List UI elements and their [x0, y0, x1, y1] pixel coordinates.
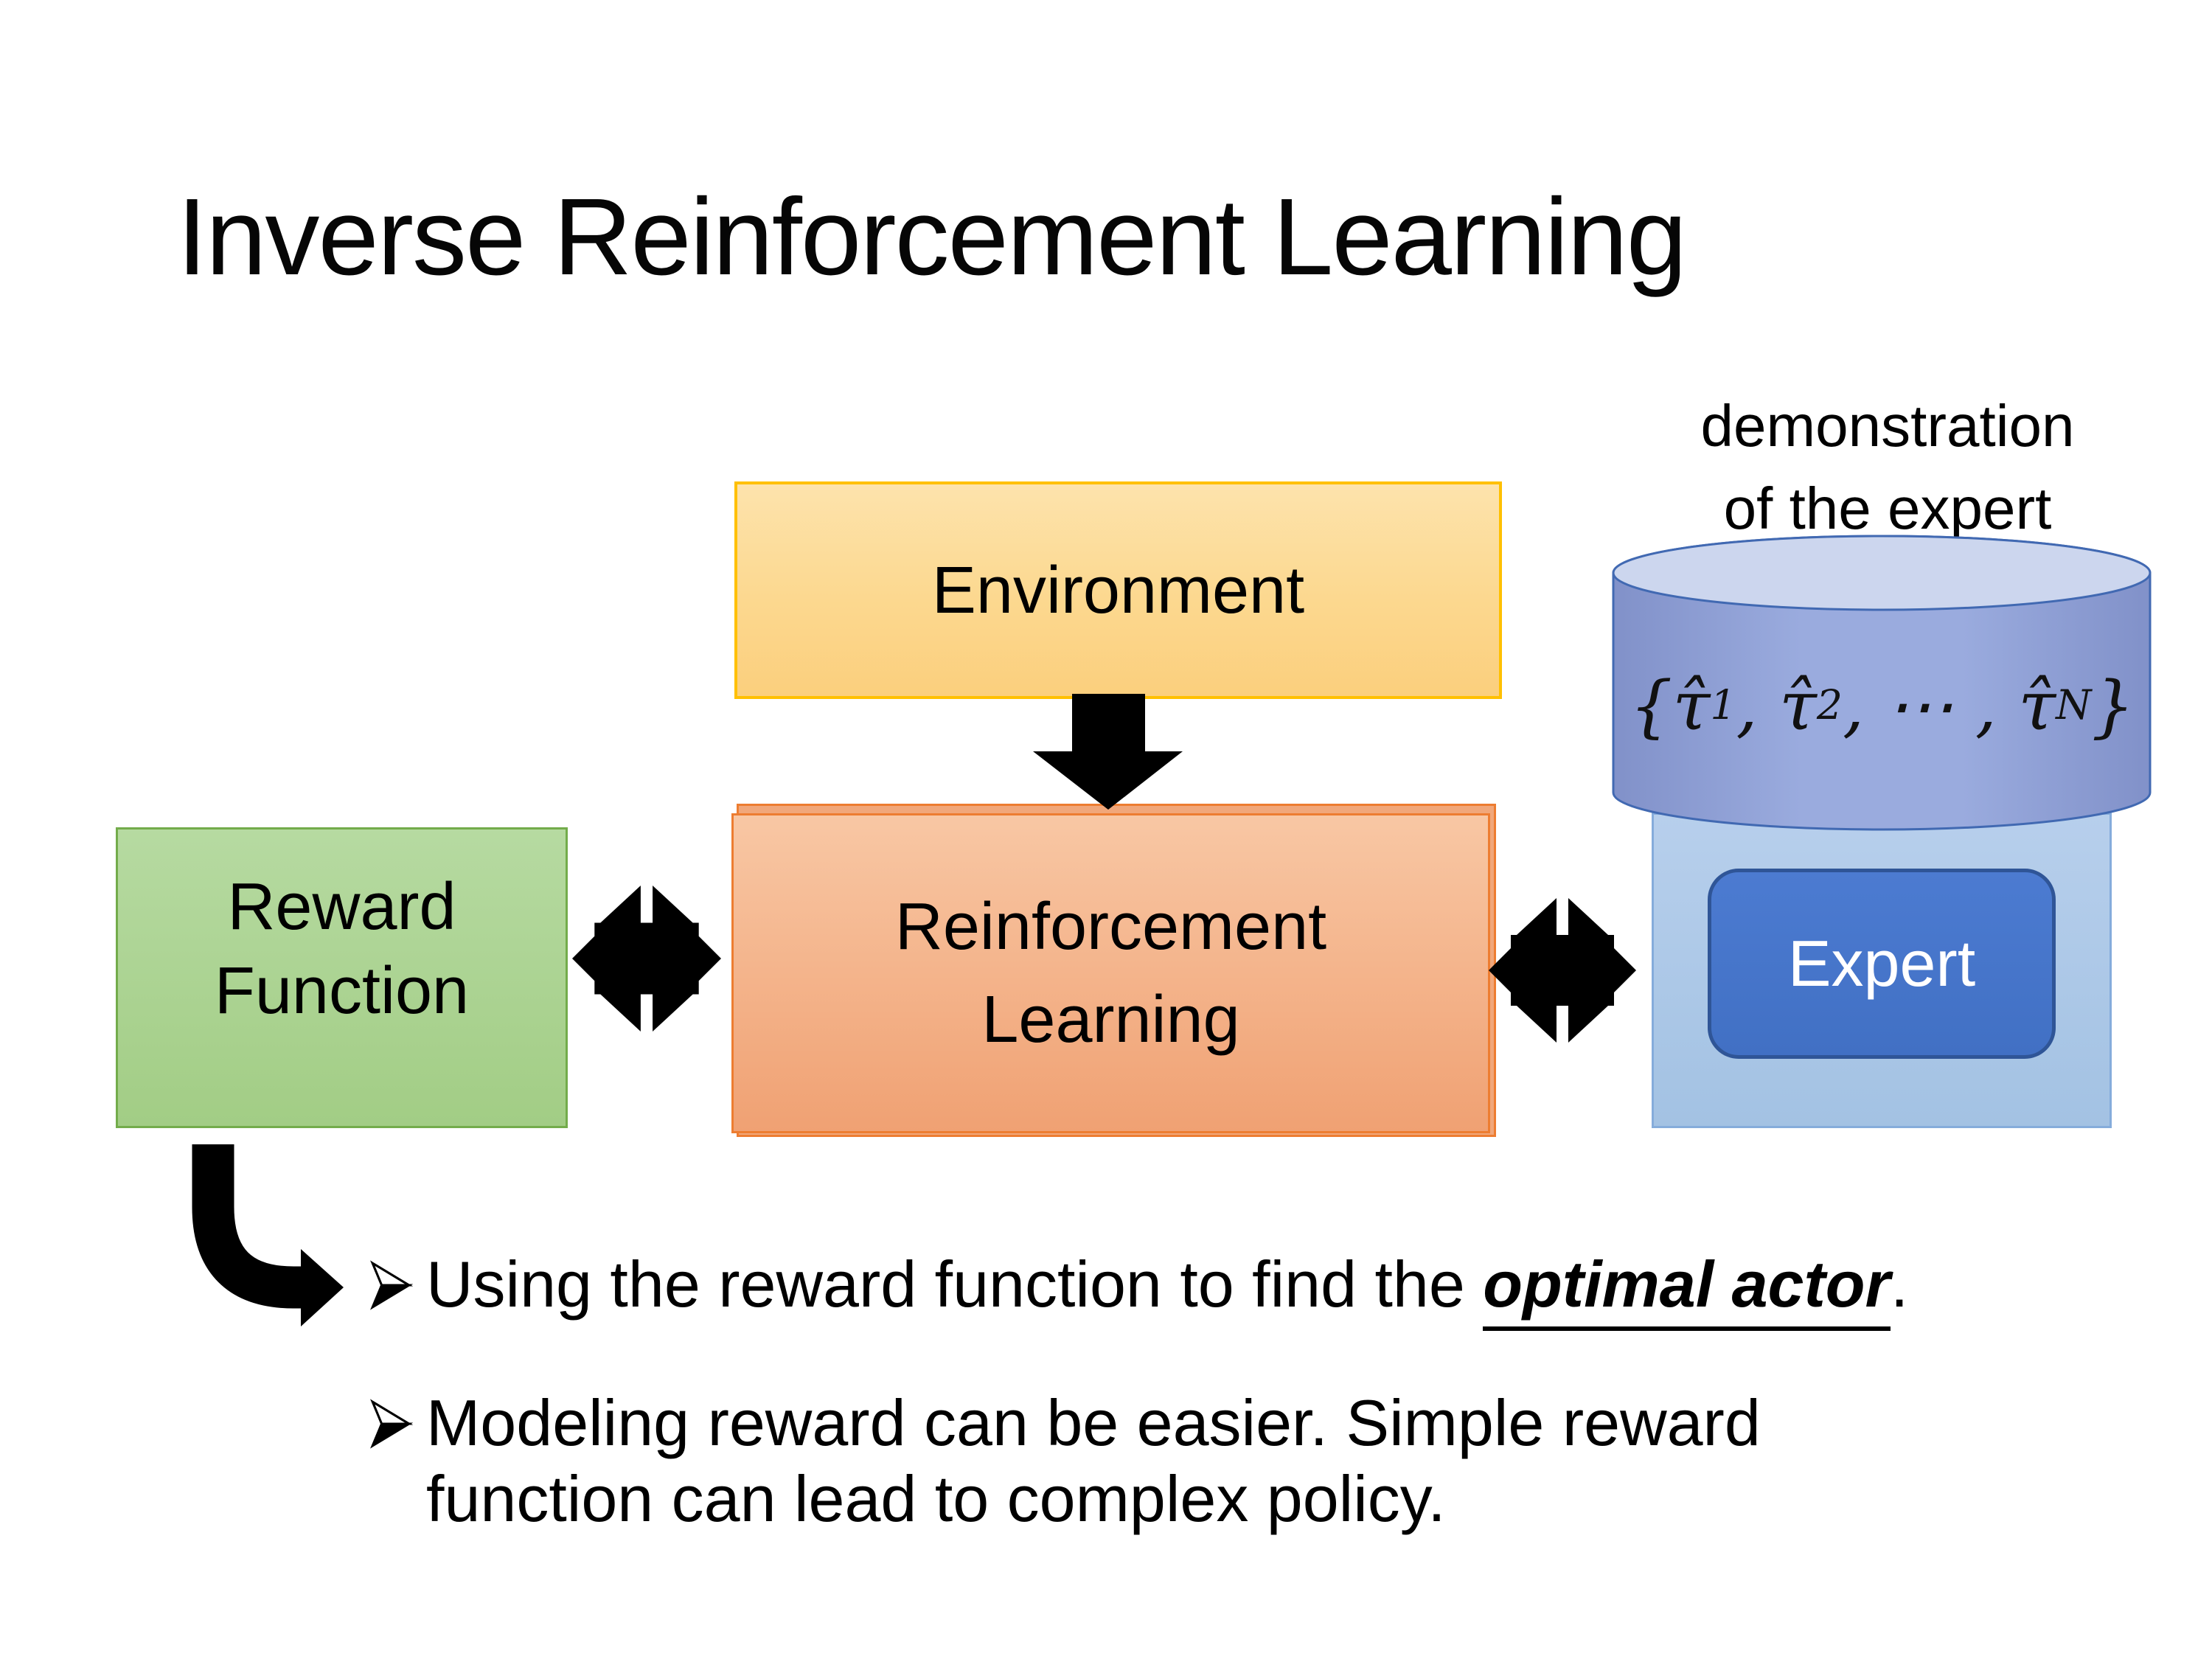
bullet-2-line2: function can lead to complex policy. [426, 1462, 1446, 1535]
reward-function-label-line1: Reward [227, 870, 456, 944]
demonstration-caption-line1: demonstration [1700, 393, 2075, 459]
bullet-2-text: Modeling reward can be easier. Simple re… [426, 1385, 1761, 1537]
arrowhead-bullet-icon [370, 1260, 414, 1310]
bullet-1-emphasis: optimal actor [1483, 1248, 1891, 1331]
demonstration-database-cylinder-icon [1612, 535, 2152, 831]
bullet-1-prefix: Using the reward function to find the [426, 1248, 1484, 1321]
bullet-2-line1: Modeling reward can be easier. Simple re… [426, 1386, 1761, 1459]
demonstration-caption: demonstration of the expert [1571, 385, 2205, 550]
reward-function-box: Reward Function [116, 827, 568, 1128]
down-arrow-icon [1033, 694, 1183, 810]
elbow-arrow-icon [192, 1144, 344, 1326]
bullet-item-1: Using the reward function to find the op… [369, 1246, 2138, 1331]
reinforcement-learning-label-line2: Learning [981, 983, 1240, 1057]
bidirectional-arrow-icon-right [1489, 898, 1636, 1043]
bullet-1-text: Using the reward function to find the op… [426, 1246, 1909, 1331]
reward-function-label-line2: Function [214, 954, 470, 1028]
bidirectional-arrow-icon-left [572, 886, 721, 1032]
reinforcement-learning-box: Reinforcement Learning [731, 813, 1490, 1133]
environment-label: Environment [931, 553, 1305, 627]
reinforcement-learning-label-line1: Reinforcement [894, 890, 1327, 964]
expert-box: Expert [1708, 869, 2056, 1059]
environment-box: Environment [734, 481, 1502, 699]
demonstration-caption-line2: of the expert [1723, 476, 2052, 541]
bullet-item-2: Modeling reward can be easier. Simple re… [369, 1385, 2138, 1537]
bullet-1-suffix: . [1890, 1248, 1909, 1321]
slide-title: Inverse Reinforcement Learning [177, 176, 1687, 298]
expert-label: Expert [1787, 927, 1976, 1000]
arrowhead-bullet-icon [370, 1399, 414, 1449]
trajectory-set-formula: {τ̂1, τ̂2, ⋯ , τ̂N} [1629, 666, 2135, 745]
